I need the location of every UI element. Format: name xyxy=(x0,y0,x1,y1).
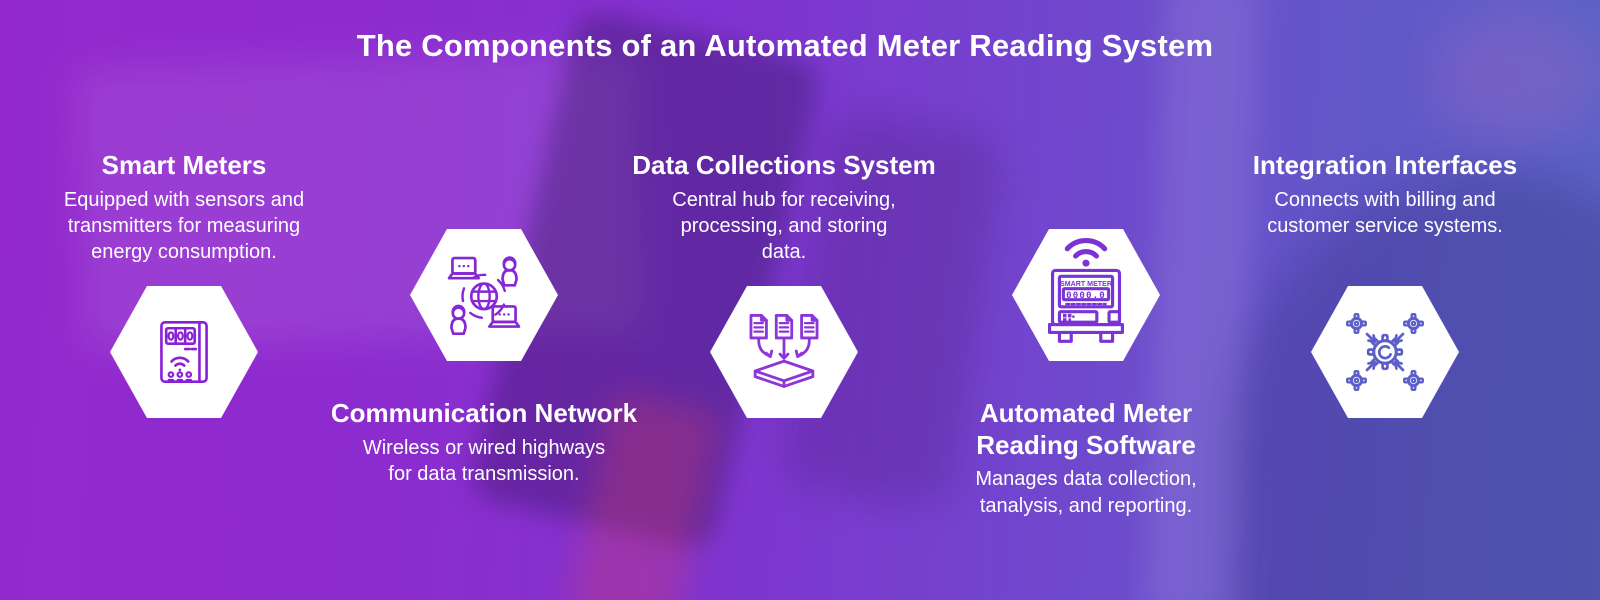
component-description: Manages data collection, tanalysis, and … xyxy=(975,468,1197,517)
page-title: The Components of an Automated Meter Rea… xyxy=(356,28,1214,63)
svg-text:0000.0: 0000.0 xyxy=(1066,291,1106,301)
component-smart-meters-text: Smart Meters Equipped with sensors and t… xyxy=(24,150,344,265)
hexagon-badge-smart-meters xyxy=(110,286,258,418)
component-title: Communication Network xyxy=(330,398,638,428)
component-amr-software-text: Automated Meter Reading Software Manages… xyxy=(926,398,1246,519)
integration-gears-icon xyxy=(1337,304,1433,400)
component-description: Central hub for receiving, processing, a… xyxy=(672,188,896,264)
component-description: Wireless or wired highways for data tran… xyxy=(362,436,606,485)
hexagon-badge-amr-software: SMART METER 0000.0 xyxy=(1012,229,1160,361)
component-title: Integration Interfaces xyxy=(1252,150,1518,180)
component-integration-interfaces-text: Integration Interfaces Connects with bil… xyxy=(1225,150,1545,239)
svg-text:SMART METER: SMART METER xyxy=(1060,280,1112,288)
hexagon-badge-integration-interfaces xyxy=(1311,286,1459,418)
component-description: Equipped with sensors and transmitters f… xyxy=(63,188,305,264)
hexagon-badge-communication-network xyxy=(410,229,558,361)
component-title: Smart Meters xyxy=(101,150,267,180)
smart-meter-panel-icon xyxy=(146,314,222,390)
communication-network-icon xyxy=(441,252,527,338)
component-description: Connects with billing and customer servi… xyxy=(1267,188,1503,237)
data-collection-icon xyxy=(739,307,829,397)
component-communication-network-text: Communication Network Wireless or wired … xyxy=(324,398,644,487)
hexagon-badge-data-collections xyxy=(710,286,858,418)
component-title: Automated Meter Reading Software xyxy=(976,398,1196,460)
component-data-collections-text: Data Collections System Central hub for … xyxy=(624,150,944,265)
amr-software-icon: SMART METER 0000.0 xyxy=(1023,232,1149,358)
component-title: Data Collections System xyxy=(632,150,936,180)
